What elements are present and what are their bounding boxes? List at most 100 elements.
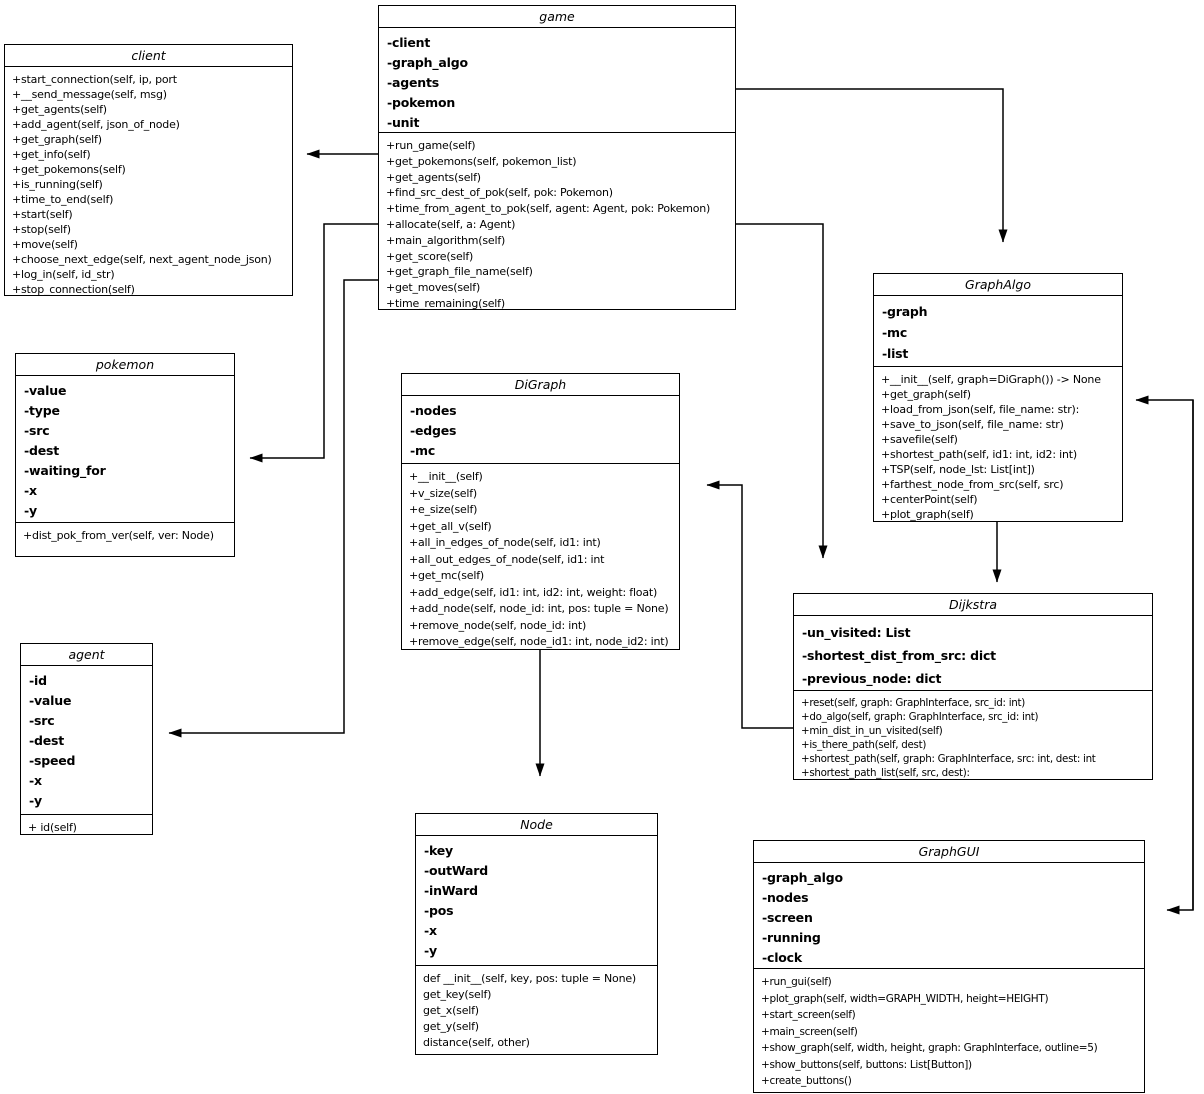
member-row: +load_from_json(self, file_name: str):	[881, 403, 1080, 416]
member-row: +is_there_path(self, dest)	[801, 739, 927, 751]
member-row: -speed	[29, 753, 76, 768]
member-row: +stop_connection(self)	[12, 283, 135, 295]
class-title-digraph: DiGraph	[402, 374, 679, 396]
member-row: +choose_next_edge(self, next_agent_node_…	[12, 253, 272, 266]
member-row: -list	[882, 346, 909, 361]
member-row: +get_info(self)	[12, 148, 91, 161]
member-row: +dist_pok_from_ver(self, ver: Node)	[23, 529, 214, 542]
member-row: +start(self)	[12, 208, 73, 221]
member-row: +farthest_node_from_src(self, src)	[881, 478, 1064, 491]
arrow-game-to-graphalgo	[736, 88, 1008, 243]
member-row: +shortest_path(self, graph: GraphInterfa…	[801, 753, 1096, 765]
member-row: -running	[762, 930, 821, 945]
member-row: +get_all_v(self)	[409, 519, 492, 533]
member-row: -graph_algo	[762, 870, 843, 885]
class-box-digraph: DiGraph -nodes-edges-mc +__init__(self)+…	[401, 373, 680, 650]
member-row: def __init__(self, key, pos: tuple = Non…	[423, 972, 637, 985]
member-row: +add_edge(self, id1: int, id2: int, weig…	[409, 585, 658, 599]
member-row: +plot_graph(self, width=GRAPH_WIDTH, hei…	[761, 992, 1049, 1005]
member-row: -mc	[882, 325, 908, 340]
class-methods-agent: + id(self)	[21, 815, 152, 834]
member-row: +get_moves(self)	[386, 281, 481, 295]
class-box-pokemon: pokemon -value-type-src-dest-waiting_for…	[15, 353, 235, 557]
member-row: -edges	[410, 423, 457, 438]
member-row: +get_pokemons(self, pokemon_list)	[386, 154, 577, 168]
member-row: distance(self, other)	[423, 1036, 530, 1049]
member-row: -un_visited: List	[802, 625, 911, 640]
member-row: -id	[29, 673, 47, 688]
member-row: -graph	[882, 304, 928, 319]
member-row: -y	[29, 793, 42, 808]
class-methods-pokemon: +dist_pok_from_ver(self, ver: Node)	[16, 523, 234, 556]
class-methods-dijkstra: +reset(self, graph: GraphInterface, src_…	[794, 691, 1152, 779]
member-row: +find_src_dest_of_pok(self, pok: Pokemon…	[386, 186, 613, 200]
class-title-graphalgo: GraphAlgo	[874, 274, 1122, 296]
member-row: +run_game(self)	[386, 139, 476, 152]
member-row: -dest	[29, 733, 65, 748]
member-row: +all_in_edges_of_node(self, id1: int)	[409, 536, 601, 549]
member-row: get_key(self)	[423, 988, 492, 1001]
member-row: -nodes	[410, 403, 457, 418]
member-row: +v_size(self)	[409, 486, 477, 500]
class-attributes-digraph: -nodes-edges-mc	[402, 396, 679, 464]
class-box-game: game -client-graph_algo-agents-pokemon-u…	[378, 5, 736, 310]
member-row: -x	[24, 483, 37, 498]
member-row: -value	[29, 693, 72, 708]
member-row: -previous_node: dict	[802, 671, 942, 686]
member-row: +get_pokemons(self)	[12, 163, 126, 176]
member-row: -dest	[24, 443, 60, 458]
member-row: +stop(self)	[12, 223, 71, 236]
member-row: +shortest_path(self, id1: int, id2: int)	[881, 448, 1077, 461]
class-methods-graphalgo: +__init__(self, graph=DiGraph()) -> None…	[874, 367, 1122, 521]
member-row: +run_gui(self)	[761, 976, 832, 988]
class-methods-node: def __init__(self, key, pos: tuple = Non…	[416, 966, 657, 1054]
member-row: +show_buttons(self, buttons: List[Button…	[761, 1058, 972, 1071]
member-row: +__init__(self, graph=DiGraph()) -> None	[881, 373, 1101, 386]
member-row: +is_running(self)	[12, 178, 103, 191]
member-row: get_y(self)	[423, 1020, 479, 1033]
member-row: -type	[24, 403, 60, 418]
member-row: +log_in(self, id_str)	[12, 268, 115, 281]
class-title-client: client	[5, 45, 292, 67]
member-row: +save_to_json(self, file_name: str)	[881, 418, 1064, 431]
class-methods-digraph: +__init__(self)+v_size(self)+e_size(self…	[402, 464, 679, 649]
member-row: +centerPoint(self)	[881, 493, 978, 506]
member-row: +get_graph(self)	[881, 388, 971, 401]
member-row: -graph_algo	[387, 55, 468, 70]
member-row: -agents	[387, 75, 439, 90]
class-attributes-dijkstra: -un_visited: List-shortest_dist_from_src…	[794, 616, 1152, 691]
member-row: +time_to_end(self)	[12, 193, 114, 206]
member-row: +get_agents(self)	[12, 103, 107, 116]
member-row: +e_size(self)	[409, 503, 478, 516]
member-row: +plot_graph(self)	[881, 508, 974, 521]
member-row: +add_node(self, node_id: int, pos: tuple…	[409, 602, 669, 615]
member-row: +min_dist_in_un_visited(self)	[801, 725, 943, 737]
member-row: -src	[24, 423, 50, 438]
member-row: +remove_node(self, node_id: int)	[409, 618, 587, 632]
member-row: +get_graph_file_name(self)	[386, 265, 533, 279]
class-box-agent: agent -id-value-src-dest-speed-x-y + id(…	[20, 643, 153, 835]
member-row: +show_graph(self, width, height, graph: …	[761, 1042, 1098, 1054]
arrow-game-to-dijkstra	[736, 223, 828, 559]
class-methods-graphgui: +run_gui(self) +plot_graph(self, width=GR…	[754, 969, 1144, 1092]
member-row: -y	[424, 943, 437, 958]
member-row: -clock	[762, 950, 802, 965]
member-row: -x	[424, 923, 437, 938]
member-row: +time_from_agent_to_pok(self, agent: Age…	[386, 202, 711, 216]
member-row: -screen	[762, 910, 813, 925]
member-row: +shortest_path_list(self, src, dest):	[801, 767, 970, 779]
class-attributes-node: -key-outWard-inWard-pos-x-y	[416, 836, 657, 966]
member-row: +allocate(self, a: Agent)	[386, 217, 516, 231]
class-title-node: Node	[416, 814, 657, 836]
member-row: -key	[424, 843, 453, 858]
arrow-graphalgo-to-graphgui	[1166, 400, 1194, 915]
class-attributes-game: -client-graph_algo-agents-pokemon-unit	[379, 28, 735, 133]
member-row: +reset(self, graph: GraphInterface, src_…	[801, 697, 1025, 709]
class-box-dijkstra: Dijkstra -un_visited: List-shortest_dist…	[793, 593, 1153, 780]
class-attributes-pokemon: -value-type-src-dest-waiting_for-x-y	[16, 376, 234, 523]
member-row: -client	[387, 35, 431, 50]
member-row: +get_agents(self)	[386, 170, 481, 184]
member-row: +TSP(self, node_lst: List[int])	[881, 463, 1035, 476]
member-row: +savefile(self)	[881, 433, 958, 446]
member-row: -inWard	[424, 883, 478, 898]
